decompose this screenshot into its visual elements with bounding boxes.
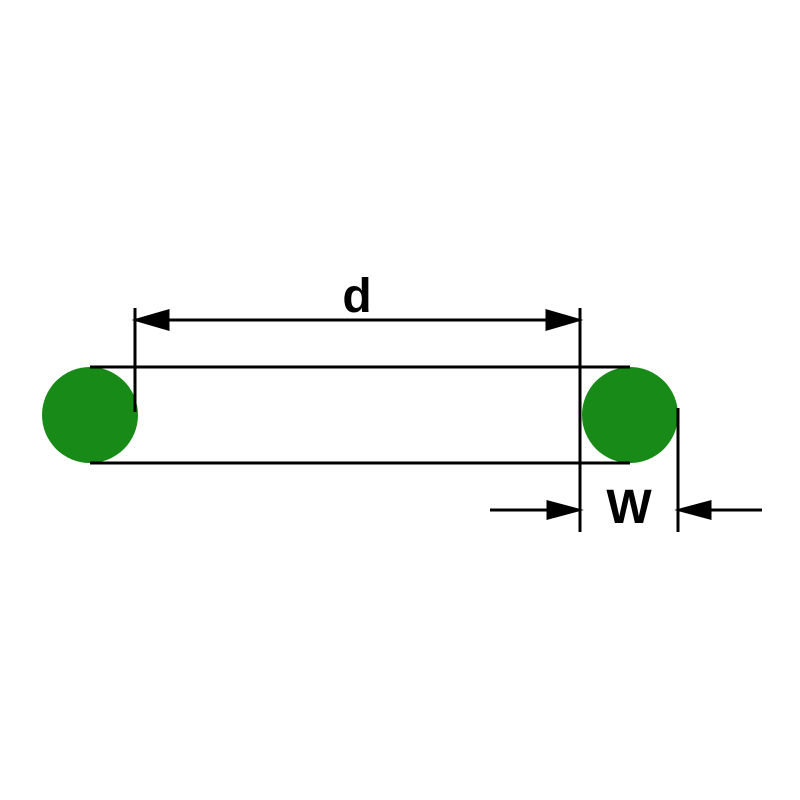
w-arrowhead-right-icon: [674, 500, 712, 520]
label-cross-section: W: [606, 481, 652, 534]
oring-cross-section-left: [42, 367, 138, 463]
d-arrowhead-right-icon: [545, 309, 584, 331]
label-inner-diameter: d: [342, 270, 371, 323]
line-work: [90, 308, 762, 532]
d-arrowhead-left-icon: [131, 309, 170, 331]
arrowheads: [131, 309, 712, 520]
w-arrowhead-left-icon: [546, 500, 584, 520]
oring-cross-section-right: [582, 367, 678, 463]
